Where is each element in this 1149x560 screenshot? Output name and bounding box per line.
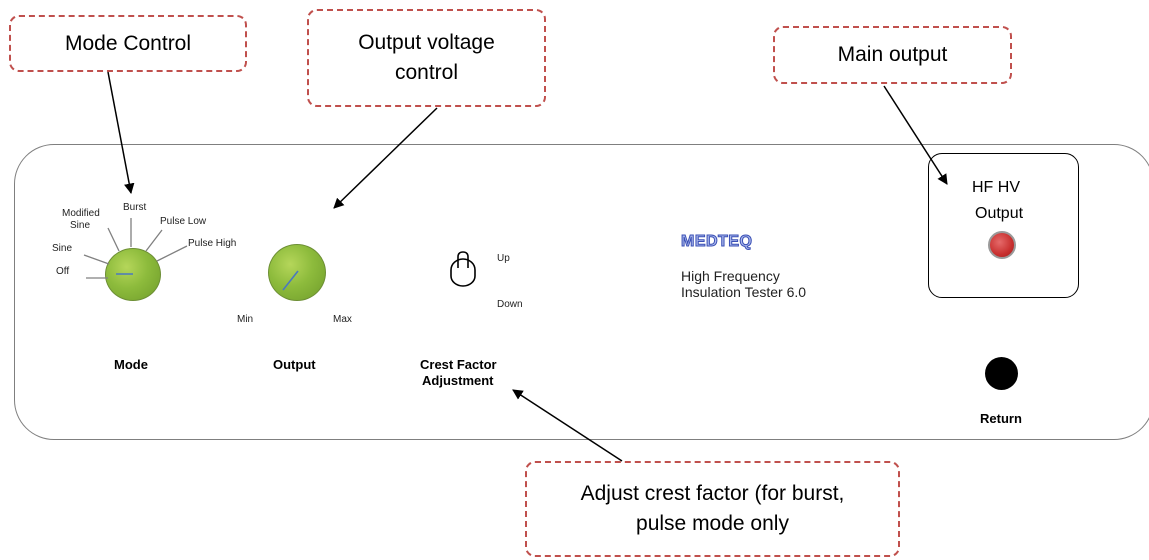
callout-crest-line1: Adjust crest factor (for burst, bbox=[580, 482, 845, 505]
return-label: Return bbox=[980, 411, 1022, 426]
front-panel bbox=[14, 144, 1149, 440]
crest-factor-label-line2: Adjustment bbox=[422, 373, 494, 388]
toggle-body bbox=[450, 258, 476, 287]
callout-mode-control: Mode Control bbox=[9, 15, 247, 72]
callout-output-voltage-line2: control bbox=[394, 61, 459, 84]
medteq-logo: MEDTEQ bbox=[680, 233, 753, 251]
hv-output-line2: Output bbox=[975, 205, 1024, 222]
mode-position-off: Off bbox=[56, 266, 70, 277]
arrow-crest-factor bbox=[512, 389, 623, 462]
callout-output-voltage-line1: Output voltage bbox=[358, 31, 495, 54]
callout-main-output-text: Main output bbox=[837, 43, 948, 66]
output-knob-pointer bbox=[282, 270, 299, 291]
mode-position-pulse-high: Pulse High bbox=[188, 238, 237, 249]
tick-modified-sine bbox=[107, 227, 120, 252]
mode-position-modified-sine: Sine bbox=[70, 220, 91, 231]
crest-up-label: Up bbox=[497, 253, 510, 264]
output-min-label: Min bbox=[237, 314, 254, 325]
hv-output-jack[interactable] bbox=[988, 231, 1016, 259]
arrow-main-output bbox=[883, 85, 948, 185]
product-name-line1: High Frequency bbox=[681, 268, 780, 284]
callout-output-voltage-control: Output voltage control bbox=[307, 9, 546, 107]
callout-adjust-crest-factor: Adjust crest factor (for burst, pulse mo… bbox=[525, 461, 900, 557]
mode-position-pulse-low: Pulse Low bbox=[160, 216, 207, 227]
hv-output-line1: HF HV bbox=[972, 179, 1020, 196]
tick-sine bbox=[83, 254, 110, 265]
output-label: Output bbox=[273, 357, 316, 372]
mode-position-sine: Sine bbox=[52, 243, 73, 254]
output-max-label: Max bbox=[333, 314, 352, 325]
crest-down-label: Down bbox=[497, 299, 523, 310]
hv-output-box bbox=[928, 153, 1079, 298]
return-jack[interactable] bbox=[985, 357, 1018, 390]
callout-crest-line2: pulse mode only bbox=[636, 512, 789, 535]
arrow-output-voltage-control bbox=[333, 107, 438, 209]
product-name-line2: Insulation Tester 6.0 bbox=[681, 284, 807, 300]
arrow-mode-control bbox=[107, 71, 135, 195]
mode-position-modified: Modified bbox=[62, 208, 100, 219]
crest-toggle-switch[interactable] bbox=[450, 251, 476, 287]
toggle-lever bbox=[457, 251, 469, 268]
tick-pulse-high bbox=[156, 245, 188, 262]
tick-pulse-low bbox=[145, 229, 163, 252]
crest-factor-label-line1: Crest Factor bbox=[420, 357, 497, 372]
callout-mode-control-text: Mode Control bbox=[64, 31, 192, 55]
mode-tick-lines bbox=[83, 218, 188, 279]
callout-main-output: Main output bbox=[773, 26, 1012, 84]
mode-label: Mode bbox=[114, 357, 148, 372]
mode-position-burst: Burst bbox=[123, 202, 147, 213]
